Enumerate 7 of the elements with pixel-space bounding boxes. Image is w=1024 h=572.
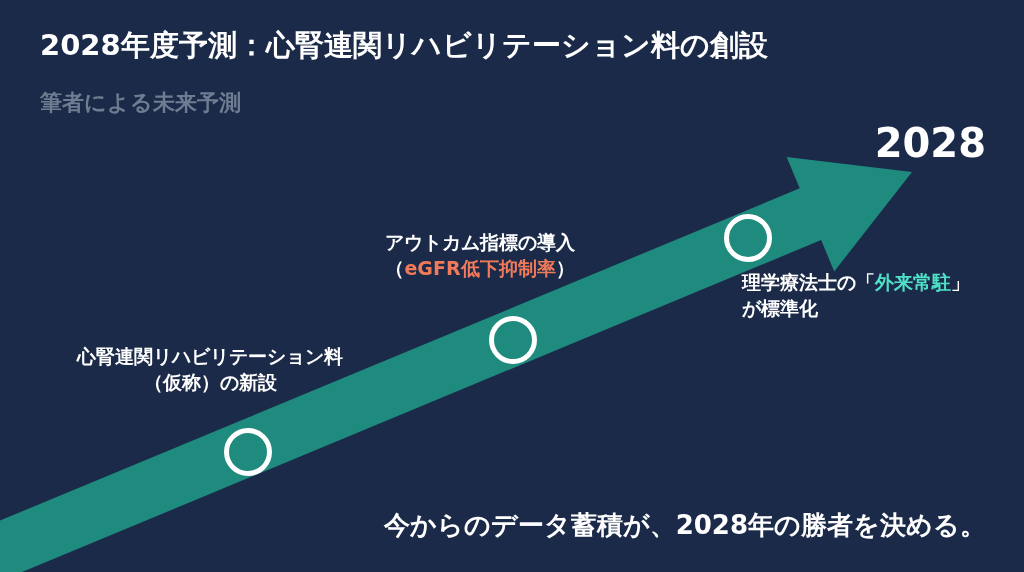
milestone-text: 理学療法士の「外来常駐」が標準化 (742, 270, 971, 321)
year-label: 2028 (874, 120, 986, 166)
conclusion-text: 今からのデータ蓄積が、2028年の勝者を決める。 (383, 509, 986, 542)
milestone-text: アウトカム指標の導入（eGFR低下抑制率） (384, 230, 576, 281)
milestone-text: 心腎連関リハビリテーション料（仮称）の新設 (75, 344, 344, 395)
title: 2028年度予測：心腎連関リハビリテーション料の創設 (40, 27, 768, 64)
subtitle: 筆者による未来予測 (40, 89, 241, 117)
